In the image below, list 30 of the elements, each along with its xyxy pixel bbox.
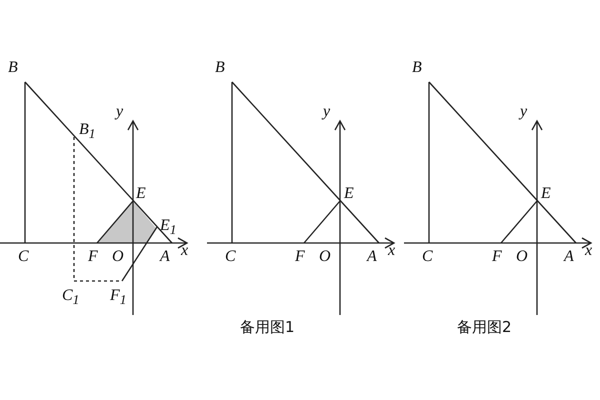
point-label: B <box>8 60 18 76</box>
point-label: F <box>295 249 305 265</box>
figure-caption: 备用图1 <box>240 319 295 335</box>
point-label: F$_{1}$ <box>110 288 126 308</box>
axis-label: y <box>323 104 330 120</box>
point-label: E <box>136 186 146 202</box>
figure-caption: 备用图2 <box>457 319 512 335</box>
point-label: C <box>422 249 433 265</box>
point-label: E <box>541 186 551 202</box>
point-label: O <box>319 249 331 265</box>
point-label: C$_{1}$ <box>62 288 80 308</box>
point-label: F <box>492 249 502 265</box>
point-label: A <box>367 249 377 265</box>
axis-label: x <box>181 243 188 259</box>
axis-label: x <box>388 243 396 259</box>
point-label: F <box>88 249 98 265</box>
point-label: C <box>225 249 236 265</box>
axis-label: x <box>585 243 592 259</box>
axis-label: y <box>116 104 124 120</box>
point-label: E <box>344 186 354 202</box>
point-label: O <box>112 249 124 265</box>
point-label: O <box>516 249 528 265</box>
point-label: C <box>18 249 29 265</box>
point-label: E$_{1}$ <box>160 218 176 238</box>
point-label: B <box>412 60 422 76</box>
point-label: A <box>564 249 574 265</box>
point-label: A <box>160 249 170 265</box>
point-label: B <box>215 60 225 76</box>
axis-label: y <box>520 104 528 120</box>
point-label: B$_{1}$ <box>79 122 96 142</box>
